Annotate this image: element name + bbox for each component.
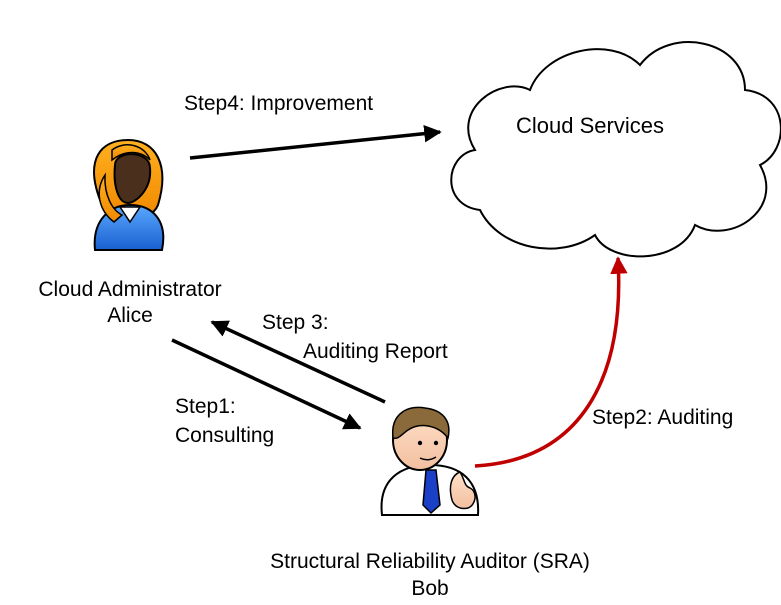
auditor-name-label: Bob — [411, 577, 449, 600]
auditor-role-label: Structural Reliability Auditor (SRA) — [270, 550, 590, 573]
male-auditor-icon — [380, 406, 480, 516]
step3-arrow — [210, 320, 386, 404]
step1-title-label: Step1: — [175, 395, 236, 418]
step4-label: Step4: Improvement — [184, 92, 374, 115]
step3-desc-label: Auditing Report — [303, 340, 448, 363]
admin-role-label: Cloud Administrator — [38, 278, 222, 301]
step4-arrow — [189, 124, 442, 160]
step1-arrow — [171, 338, 362, 430]
step2-arrow — [474, 256, 628, 468]
cloud-services-label: Cloud Services — [516, 113, 664, 138]
step3-title-label: Step 3: — [262, 311, 329, 334]
admin-name-label: Alice — [107, 304, 153, 327]
step1-desc-label: Consulting — [175, 424, 275, 447]
cloud-shape — [450, 41, 781, 258]
step2-label: Step2: Auditing — [592, 406, 734, 429]
female-user-icon — [93, 138, 165, 251]
